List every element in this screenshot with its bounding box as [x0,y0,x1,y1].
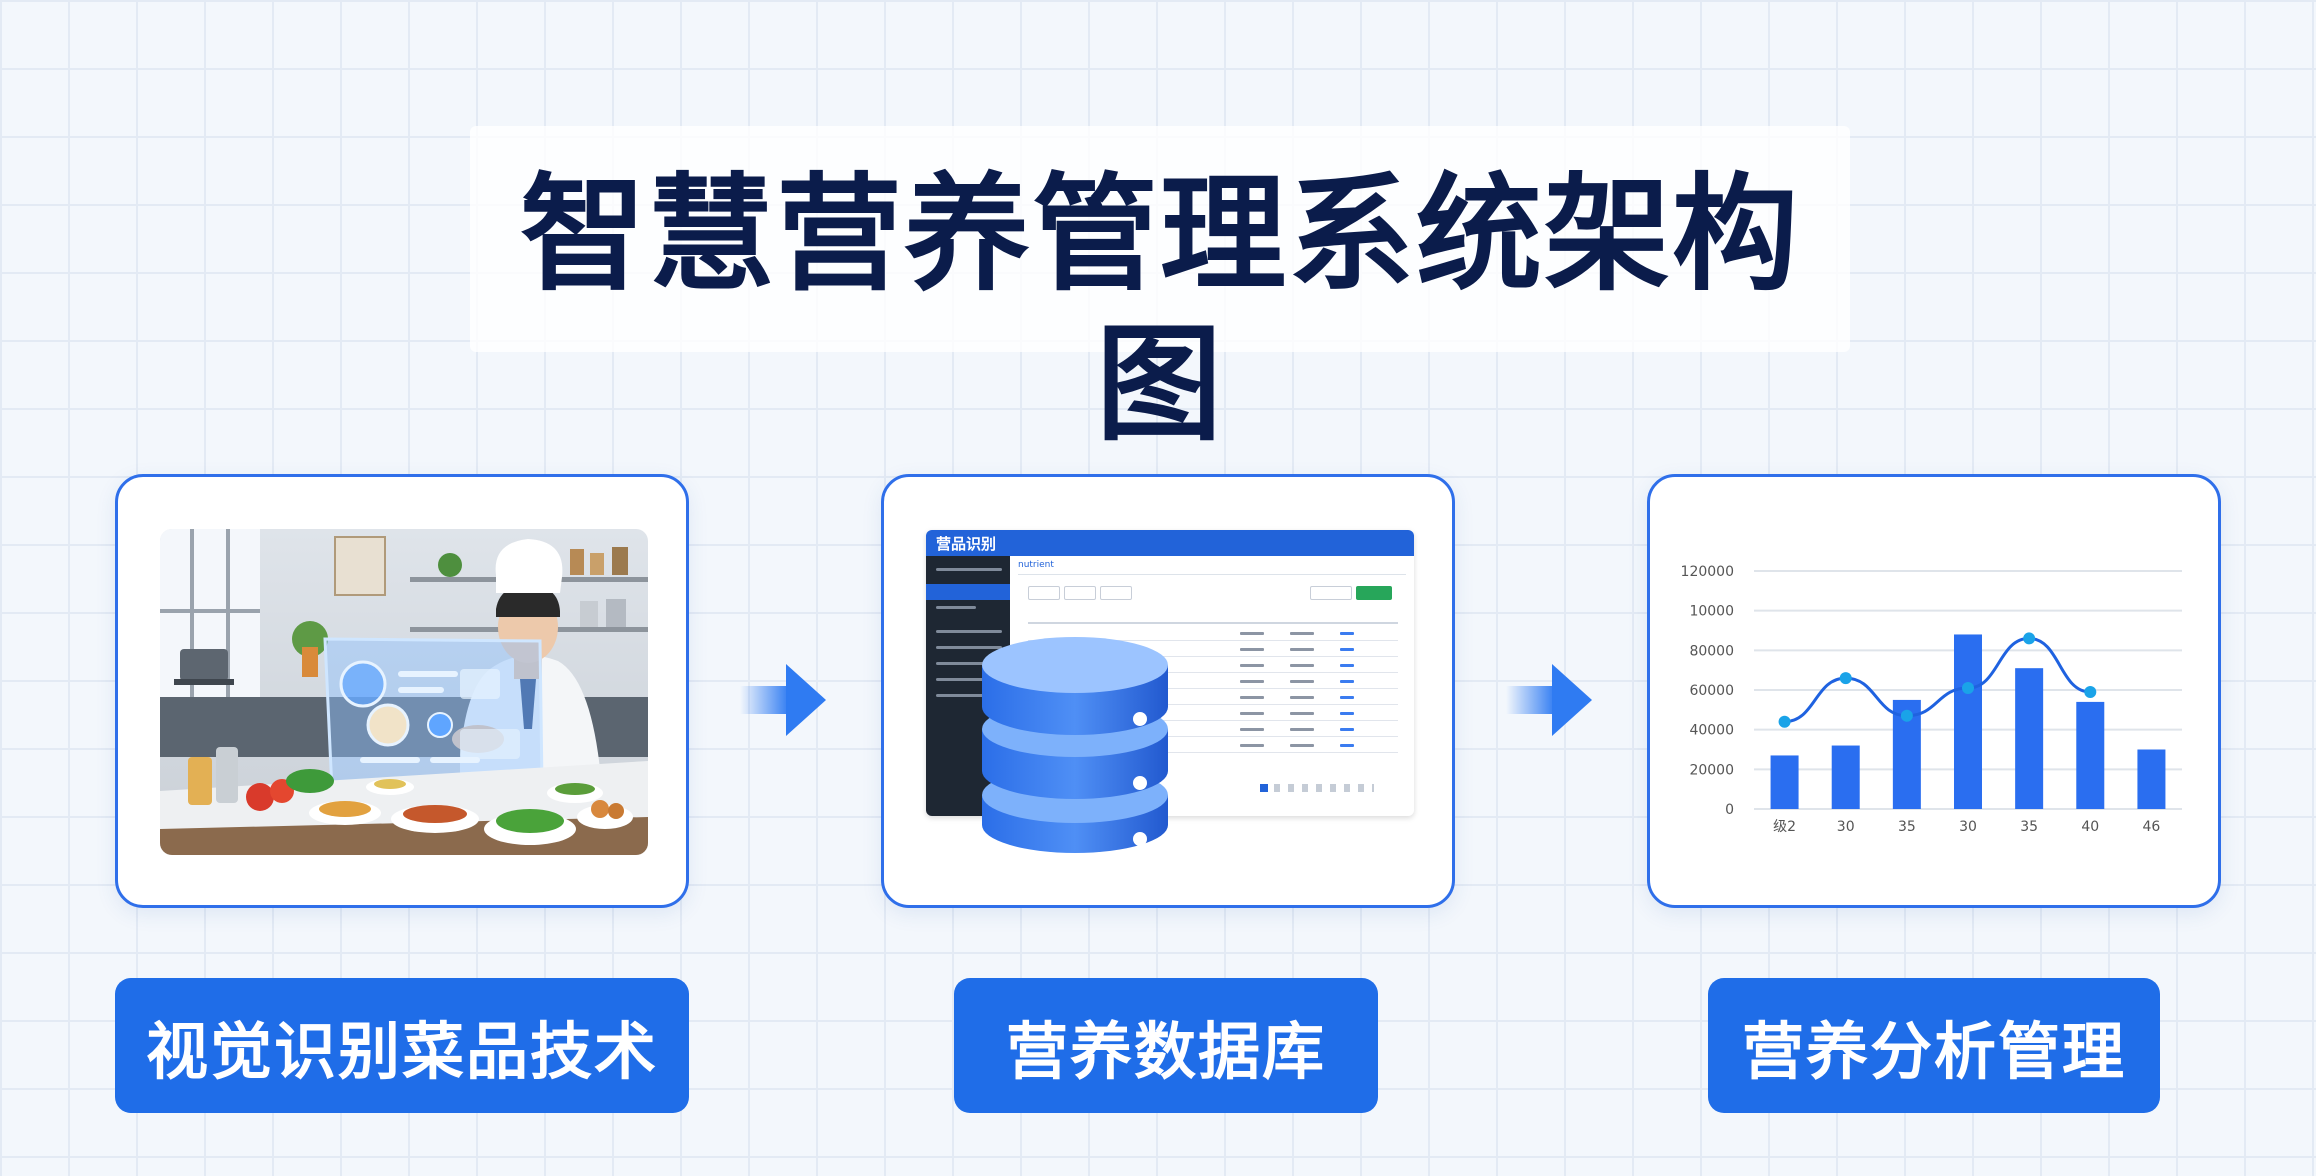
x-tick-label: 35 [2020,819,2038,835]
chart-bar [1954,634,1982,809]
dashboard-main: nutrient [1010,556,1414,816]
chart-bar [1831,745,1860,809]
x-tick-label: 35 [1898,819,1916,835]
label-vision-recognition: 视觉识别菜品技术 [115,978,689,1113]
chart-point [2084,685,2097,698]
dashboard-logo: 营品识别 [936,535,997,553]
y-tick-label: 20000 [1689,762,1734,778]
x-tick-label: 46 [2143,819,2161,835]
x-tick-label: 级2 [1773,819,1796,835]
y-tick-label: 120000 [1681,564,1734,580]
y-tick-label: 80000 [1689,643,1734,659]
y-tick-label: 10000 [1689,604,1734,620]
x-tick-label: 30 [1837,819,1855,835]
chart-point [2023,632,2036,645]
database-icon [982,637,1168,853]
chart-point [1778,715,1791,728]
dashboard-header: 营品识别 [926,530,1414,556]
label-nutrition-database: 营养数据库 [954,978,1378,1113]
y-tick-label: 40000 [1689,723,1734,739]
dashboard-tab: nutrient [1018,560,1054,570]
x-tick-label: 30 [1959,819,1977,835]
title-background [470,126,1850,352]
chart-bar [2137,749,2166,809]
chef-illustration [160,529,648,855]
chart-point [1900,709,1913,722]
chart-bar [2076,701,2105,809]
x-tick-label: 40 [2081,819,2099,835]
y-tick-label: 0 [1725,802,1734,818]
y-tick-label: 60000 [1689,683,1734,699]
chart-line [1784,636,2091,724]
chart-bar [1770,755,1799,809]
arrow-right-icon [1506,664,1592,736]
chart-bar [2015,668,2044,809]
card-vision-recognition [115,474,689,908]
nutrition-chart: 0 20000 40000 60000 80000 10000 120000 级2 30 35 30… [1681,564,2182,835]
chart-point [1962,682,1974,695]
page-title: 智慧营养管理系统架构图 [520,161,1800,458]
chart-point [1839,672,1852,685]
arrow-right-icon [740,664,826,736]
card-nutrition-database: 营品识别 nutrient [881,474,1455,908]
label-nutrition-analysis: 营养分析管理 [1708,978,2160,1113]
card-nutrition-analysis: 0 20000 40000 60000 80000 10000 120000 级2 30 35 30… [1647,474,2221,908]
